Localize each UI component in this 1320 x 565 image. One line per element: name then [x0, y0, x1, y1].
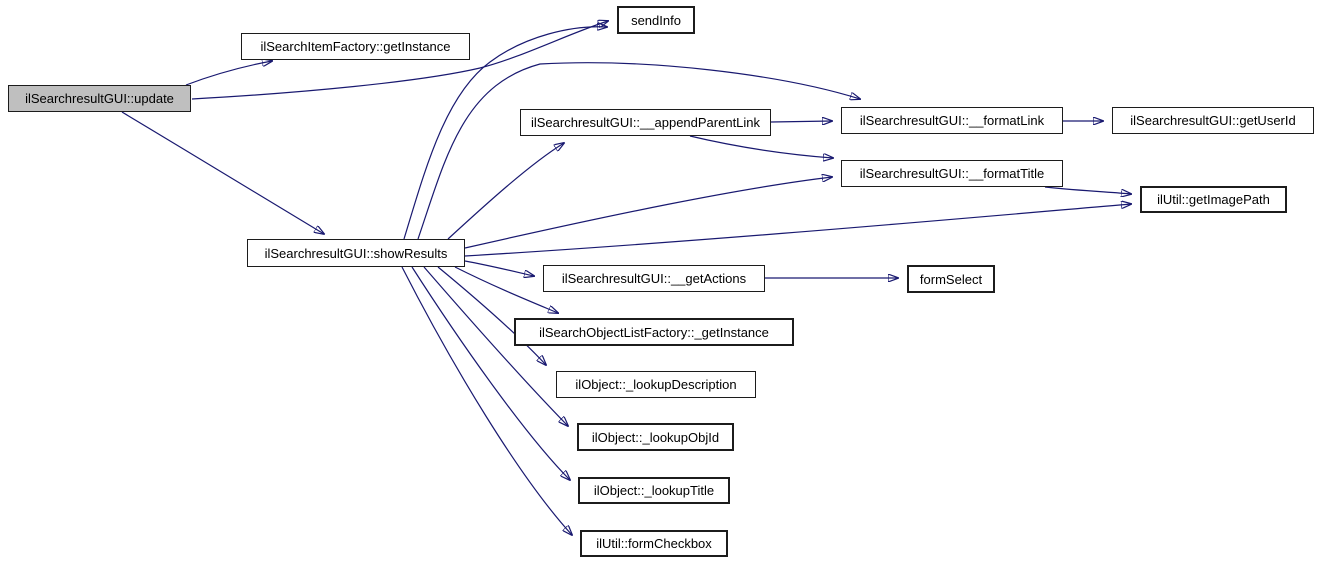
node-ilsearchresultgui-update: ilSearchresultGUI::update [8, 85, 191, 112]
node-formselect: formSelect [907, 265, 995, 293]
edge-update-to-show-results [121, 111, 324, 234]
edge-show-results-to-get-actions [464, 260, 534, 276]
node-ilsearchresultgui-getuserid[interactable]: ilSearchresultGUI::getUserId [1112, 107, 1314, 134]
edge-show-results-to-lookup-obj-id [423, 266, 568, 426]
edge-show-results-to-format-title [464, 177, 832, 249]
edge-show-results-to-object-list-factory-get-instance [454, 266, 558, 313]
node-ilsearchitemfactory-getinstance[interactable]: ilSearchItemFactory::getInstance [241, 33, 470, 60]
edge-show-results-to-format-link [417, 62, 860, 240]
node-ilutil-formcheckbox: ilUtil::formCheckbox [580, 530, 728, 557]
edge-update-to-item-factory-get-instance [185, 61, 272, 86]
edge-show-results-to-get-image-path [464, 204, 1131, 257]
edge-show-results-to-form-checkbox [401, 266, 572, 535]
edge-update-to-send-info [191, 21, 608, 100]
node-ilsearchresultgui-formatlink[interactable]: ilSearchresultGUI::__formatLink [841, 107, 1063, 134]
node-ilsearchresultgui-getactions[interactable]: ilSearchresultGUI::__getActions [543, 265, 765, 292]
edge-format-title-to-get-image-path [1044, 186, 1131, 194]
edge-show-results-to-lookup-title [411, 266, 570, 480]
edge-show-results-to-lookup-description [437, 266, 546, 365]
node-ilsearchresultgui-formattitle[interactable]: ilSearchresultGUI::__formatTitle [841, 160, 1063, 187]
edge-show-results-to-append-parent-link [447, 143, 564, 240]
node-ilobject-lookuptitle: ilObject::_lookupTitle [578, 477, 730, 504]
edge-show-results-to-send-info [403, 27, 607, 240]
node-ilsearchresultgui-appendparentlink[interactable]: ilSearchresultGUI::__appendParentLink [520, 109, 771, 136]
edge-append-parent-link-to-format-title [689, 135, 833, 158]
node-sendinfo: sendInfo [617, 6, 695, 34]
node-ilobject-lookupobjid: ilObject::_lookupObjId [577, 423, 734, 451]
node-ilutil-getimagepath: ilUtil::getImagePath [1140, 186, 1287, 213]
node-ilsearchresultgui-showresults[interactable]: ilSearchresultGUI::showResults [247, 239, 465, 267]
node-ilsearchobjectlistfactory-getinstance: ilSearchObjectListFactory::_getInstance [514, 318, 794, 346]
edge-append-parent-link-to-format-link [770, 121, 832, 122]
node-ilobject-lookupdescription[interactable]: ilObject::_lookupDescription [556, 371, 756, 398]
